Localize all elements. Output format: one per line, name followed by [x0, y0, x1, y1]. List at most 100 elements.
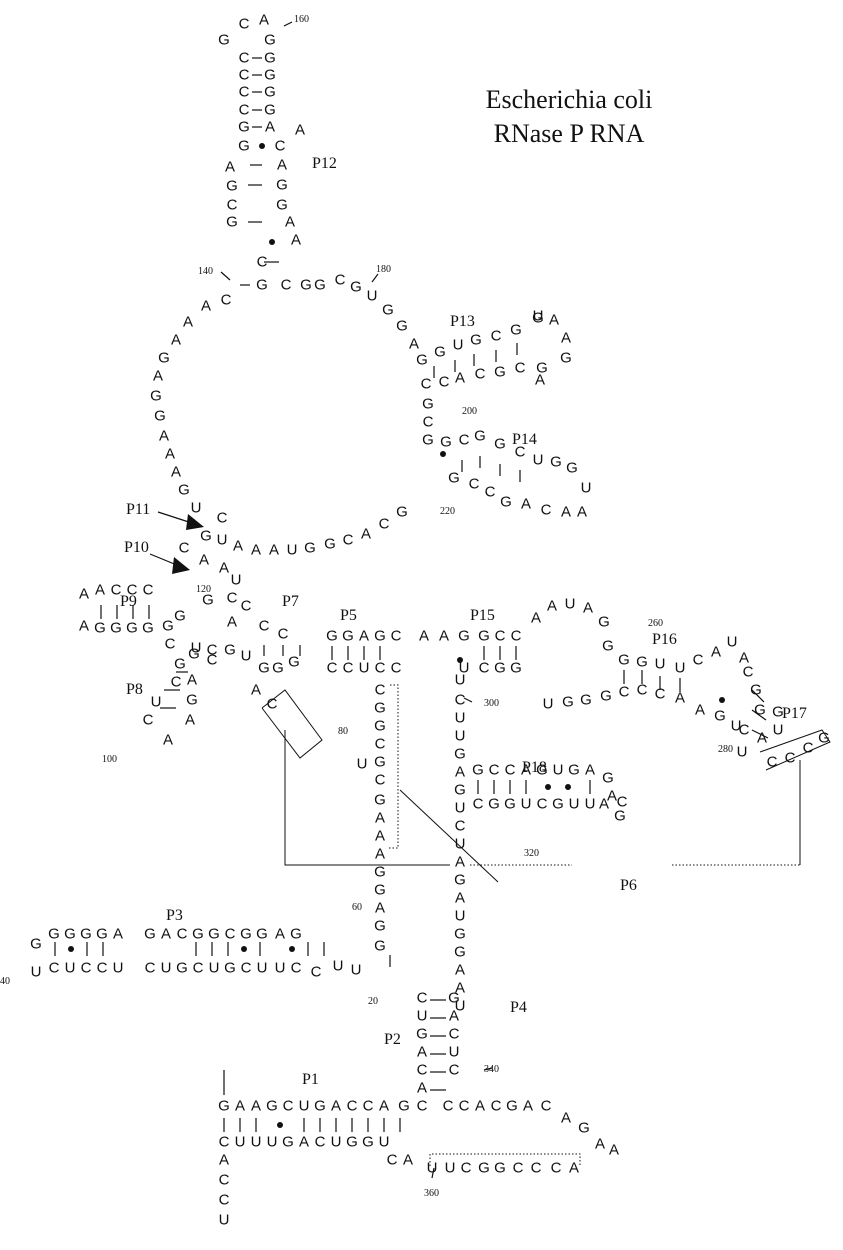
nucleotide: C	[363, 1098, 374, 1115]
nucleotide: U	[367, 288, 378, 305]
nucleotide: C	[225, 926, 236, 943]
position-number: 220	[440, 506, 455, 517]
nucleotide: A	[547, 598, 557, 615]
nucleotide: G	[568, 762, 580, 779]
nucleotide: A	[599, 796, 609, 813]
nucleotide: G	[552, 796, 564, 813]
nucleotide: A	[609, 1142, 619, 1159]
nucleotide: U	[543, 696, 554, 713]
nucleotide: G	[110, 620, 122, 637]
nucleotide: C	[281, 277, 292, 294]
nucleotide: G	[144, 926, 156, 943]
nucleotide: G	[454, 746, 466, 763]
nucleotide: G	[314, 277, 326, 294]
nucleotide: A	[711, 644, 721, 661]
nucleotide: G	[176, 960, 188, 977]
position-number: 120	[196, 584, 211, 595]
nucleotide: G	[580, 692, 592, 709]
nucleotide: C	[207, 642, 218, 659]
nucleotide: U	[235, 1134, 246, 1151]
nucleotide: A	[585, 762, 595, 779]
nucleotide: U	[267, 1134, 278, 1151]
nucleotide: G	[276, 177, 288, 194]
nucleotide: A	[455, 370, 465, 387]
nucleotide: G	[818, 730, 830, 747]
nucleotide: U	[553, 762, 564, 779]
helix-label-p10: P10	[124, 539, 149, 556]
nucleotide: A	[161, 926, 171, 943]
nucleotide: C	[491, 1098, 502, 1115]
nucleotide: C	[335, 272, 346, 289]
nucleotide: A	[409, 336, 419, 353]
position-number: 160	[294, 14, 309, 25]
nucleotide: G	[226, 178, 238, 195]
nucleotide: A	[95, 582, 105, 599]
nucleotide: G	[382, 302, 394, 319]
nucleotide: C	[375, 660, 386, 677]
nucleotide: A	[265, 119, 275, 136]
position-number: 200	[462, 406, 477, 417]
nucleotide: C	[127, 582, 138, 599]
nucleotide: G	[454, 944, 466, 961]
nucleotide: G	[454, 872, 466, 889]
nucleotide: C	[241, 960, 252, 977]
nucleotide: G	[510, 322, 522, 339]
nucleotide: U	[217, 532, 228, 549]
nucleotide: G	[396, 318, 408, 335]
nucleotide: C	[259, 618, 270, 635]
nucleotide: C	[531, 1160, 542, 1177]
nucleotide: C	[227, 590, 238, 607]
nucleotide: C	[239, 67, 250, 84]
helix-label-p18: P18	[522, 759, 547, 776]
nucleotide: U	[357, 756, 368, 773]
nucleotide: C	[489, 762, 500, 779]
nucleotide: C	[491, 328, 502, 345]
nucleotide: G	[174, 608, 186, 625]
nucleotide: A	[251, 542, 261, 559]
nucleotide: A	[583, 600, 593, 617]
nucleotide: G	[454, 926, 466, 943]
nucleotide: C	[443, 1098, 454, 1115]
helix-label-p8: P8	[126, 681, 143, 698]
nucleotide: U	[331, 1134, 342, 1151]
nucleotide: A	[455, 854, 465, 871]
nucleotide: G	[560, 350, 572, 367]
nucleotide: A	[171, 332, 181, 349]
nucleotide: C	[207, 652, 218, 669]
nucleotide: C	[379, 516, 390, 533]
nucleotide: U	[459, 660, 470, 677]
nucleotide: G	[224, 960, 236, 977]
nucleotide: C	[143, 712, 154, 729]
nucleotide: G	[362, 1134, 374, 1151]
nucleotide: C	[391, 628, 402, 645]
helix-label-p4: P4	[510, 999, 527, 1016]
nucleotide: G	[494, 364, 506, 381]
nucleotide: A	[199, 552, 209, 569]
nucleotide: C	[219, 1172, 230, 1189]
nucleotide: U	[675, 660, 686, 677]
nucleotide: C	[193, 960, 204, 977]
pairing-lines	[54, 21, 769, 1179]
nucleotide: G	[614, 808, 626, 825]
nucleotide: C	[257, 254, 268, 271]
nucleotide: C	[459, 1098, 470, 1115]
nucleotide: A	[379, 1098, 389, 1115]
helix-label-p6: P6	[620, 877, 637, 894]
nucleotide: G	[208, 926, 220, 943]
nucleotide: A	[455, 962, 465, 979]
position-number: 80	[338, 726, 348, 737]
nucleotide: A	[375, 828, 385, 845]
nucleotide: G	[578, 1120, 590, 1137]
nucleotide: A	[259, 12, 269, 29]
nucleotide: U	[241, 648, 252, 665]
nucleotide: G	[324, 536, 336, 553]
position-number: 20	[368, 996, 378, 1007]
helix-label-p16: P16	[652, 631, 677, 648]
nucleotide: A	[561, 1110, 571, 1127]
nucleotide: A	[275, 926, 285, 943]
nucleotide: C	[767, 754, 778, 771]
helix-label-p7: P7	[282, 593, 299, 610]
nucleotide: C	[221, 292, 232, 309]
position-number: 100	[102, 754, 117, 765]
